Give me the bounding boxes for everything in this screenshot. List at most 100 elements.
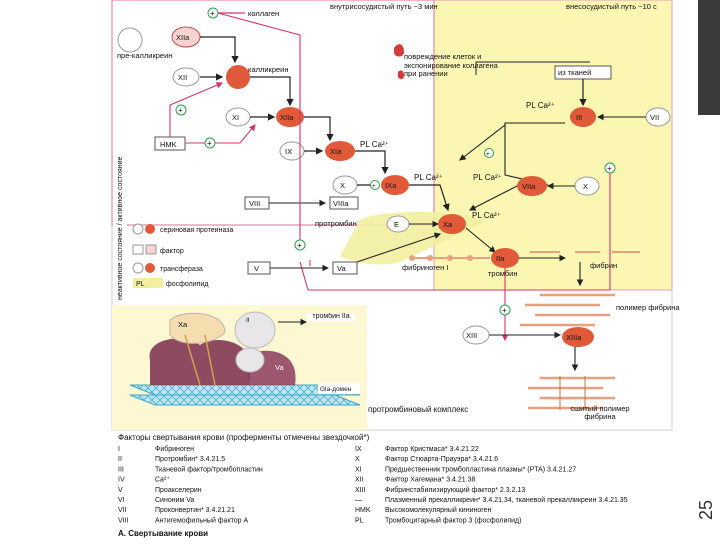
prothrombin-protein bbox=[234, 311, 276, 349]
factor-number: I bbox=[118, 446, 120, 453]
factor-description: Фибриноген bbox=[155, 445, 194, 453]
complex-thrombin-label: тромбин IIa bbox=[307, 313, 355, 321]
pl-ca-label: PL Ca²⁺ bbox=[360, 140, 389, 149]
factor-description: Проакселерин bbox=[155, 487, 202, 494]
extrinsic-title: внесосудистый путь ~10 с bbox=[566, 2, 657, 11]
factor-number: VII bbox=[118, 507, 127, 514]
factor-xii-label: XII bbox=[178, 73, 187, 82]
svg-text:+: + bbox=[297, 241, 302, 250]
thrombin-feedback-loop bbox=[217, 12, 301, 250]
inactive-transferase-icon bbox=[132, 262, 144, 274]
transferase-icon bbox=[145, 263, 155, 273]
plus-icon: + bbox=[210, 9, 215, 18]
factor-description: Ca²⁺ bbox=[155, 476, 170, 484]
prothrombinase-illustration bbox=[129, 311, 361, 406]
factor-table-right: IX Фактор Кристмаса* 3.4.21.22X Фактор Стю… bbox=[355, 446, 628, 524]
factor-number: VIII bbox=[118, 517, 129, 524]
kallikrein-label: калликреин bbox=[248, 65, 289, 74]
factor-number: — bbox=[355, 497, 362, 504]
blood-drop-icon bbox=[394, 44, 404, 57]
complex-ii-label: II bbox=[246, 317, 250, 324]
fibrinogen-label: фибриноген I bbox=[402, 263, 448, 272]
factor-description: Синоним Va bbox=[155, 497, 194, 504]
factor-description: Фактор Кристмаса* 3.4.21.22 bbox=[385, 446, 479, 453]
factor-number: V bbox=[118, 487, 123, 494]
inactive-factor-icon bbox=[132, 244, 144, 255]
factor-xiiia-node bbox=[562, 327, 594, 347]
factor-description: Антигемофильный фактор А bbox=[155, 516, 248, 524]
fibrinogen-molecule bbox=[409, 255, 490, 261]
factor-viiia-box bbox=[329, 196, 359, 210]
complex-xa-label: Xa bbox=[178, 320, 188, 329]
factor-number: IX bbox=[355, 446, 362, 453]
plus-icon bbox=[175, 104, 187, 116]
factor-viii-label: VIII bbox=[249, 199, 260, 208]
plus-icon bbox=[204, 137, 216, 149]
factor-va-label: Va bbox=[337, 264, 346, 273]
phospholipid-swatch bbox=[133, 278, 163, 288]
factor-number: XII bbox=[355, 477, 364, 484]
svg-text:+: + bbox=[486, 151, 490, 158]
factor-description: Предшественник тромбопластина плазмы* (P… bbox=[385, 465, 576, 473]
factor-xiia-label: XIIa bbox=[176, 33, 190, 42]
hmk-to-xia-arrow bbox=[185, 124, 256, 144]
factor-iia-node bbox=[491, 248, 519, 268]
intrinsic-title: внутрисосудистый путь ~3 мин bbox=[330, 2, 438, 11]
factor-description: Протромбин* 3.4.21.5 bbox=[155, 455, 225, 463]
factor-number: X bbox=[355, 456, 360, 463]
factor-e-label: E bbox=[394, 220, 399, 229]
svg-text:+: + bbox=[178, 106, 183, 115]
blood-drop-icon bbox=[398, 70, 404, 79]
factor-iia-label: IIa bbox=[496, 254, 505, 263]
factor-xa-protein bbox=[169, 312, 226, 344]
legend-item: трансфераза bbox=[160, 266, 203, 273]
slide-edge-bar bbox=[698, 0, 720, 115]
prekallikrein-circle bbox=[117, 27, 143, 53]
svg-text:+: + bbox=[372, 183, 376, 190]
factor-x-label: X bbox=[340, 181, 345, 190]
complex-va-label: Va bbox=[275, 363, 284, 372]
factor-xiiia-label: XIIIa bbox=[566, 333, 582, 342]
thrombin-to-vii-loop bbox=[299, 170, 611, 291]
gla-domain-label: Gla-домен bbox=[320, 386, 352, 393]
legend-item: фосфолипид bbox=[166, 281, 208, 288]
kallikrein-arrow bbox=[250, 76, 294, 107]
hmk-label: HMK bbox=[160, 140, 177, 149]
collagen-label: коллаген bbox=[248, 9, 279, 18]
factor-number: PL bbox=[355, 517, 364, 524]
plus-icon bbox=[499, 304, 511, 316]
factor-vii-label: VII bbox=[650, 113, 659, 122]
fibrin-label: фибрин bbox=[590, 261, 617, 270]
pl-ca-label: PL Ca²⁺ bbox=[526, 101, 555, 110]
pl-ca-label: PL Ca²⁺ bbox=[472, 211, 501, 220]
legend-pl: PL bbox=[136, 281, 145, 288]
factor-number: VI bbox=[118, 497, 125, 504]
intrinsic-panel bbox=[111, 0, 435, 226]
factor-description: Тромбоцитарный фактор 3 (фосфолипид) bbox=[385, 516, 521, 524]
factor-viia-node bbox=[517, 176, 547, 196]
svg-text:+: + bbox=[607, 164, 612, 173]
plus-icon bbox=[370, 180, 380, 190]
factor-description: Фактор Стюарта-Прауэра* 3.4.21.6 bbox=[385, 456, 498, 463]
svg-text:+: + bbox=[502, 306, 507, 315]
factor-description: Высокомолекулярный кининоген bbox=[385, 506, 492, 514]
factor-xiii-label: XIII bbox=[466, 331, 477, 340]
from-tissues-label: из тканей bbox=[558, 68, 591, 77]
pl-ca-label: PL Ca²⁺ bbox=[414, 173, 443, 182]
factor-icon bbox=[145, 244, 157, 255]
svg-text:+: + bbox=[207, 139, 212, 148]
factor-iii-node bbox=[570, 107, 596, 127]
crosslinked-label: сшитый полимер фибрина bbox=[570, 405, 630, 421]
factor-ix-label: IX bbox=[285, 147, 292, 156]
fibrin-polymer-lattice bbox=[520, 293, 615, 327]
factor-viia-label: VIIa bbox=[522, 182, 536, 191]
inactive-serine-icon bbox=[132, 223, 144, 235]
factor-xa-label: Xa bbox=[443, 220, 453, 229]
hmk-to-kallikrein-arrow bbox=[169, 82, 224, 137]
factor-va-box bbox=[332, 261, 358, 275]
prothrombin-label: протромбин bbox=[315, 219, 357, 228]
factor-number: XIII bbox=[355, 487, 366, 494]
thrombin-label: тромбин bbox=[488, 269, 517, 278]
factor-number: IV bbox=[118, 477, 125, 484]
